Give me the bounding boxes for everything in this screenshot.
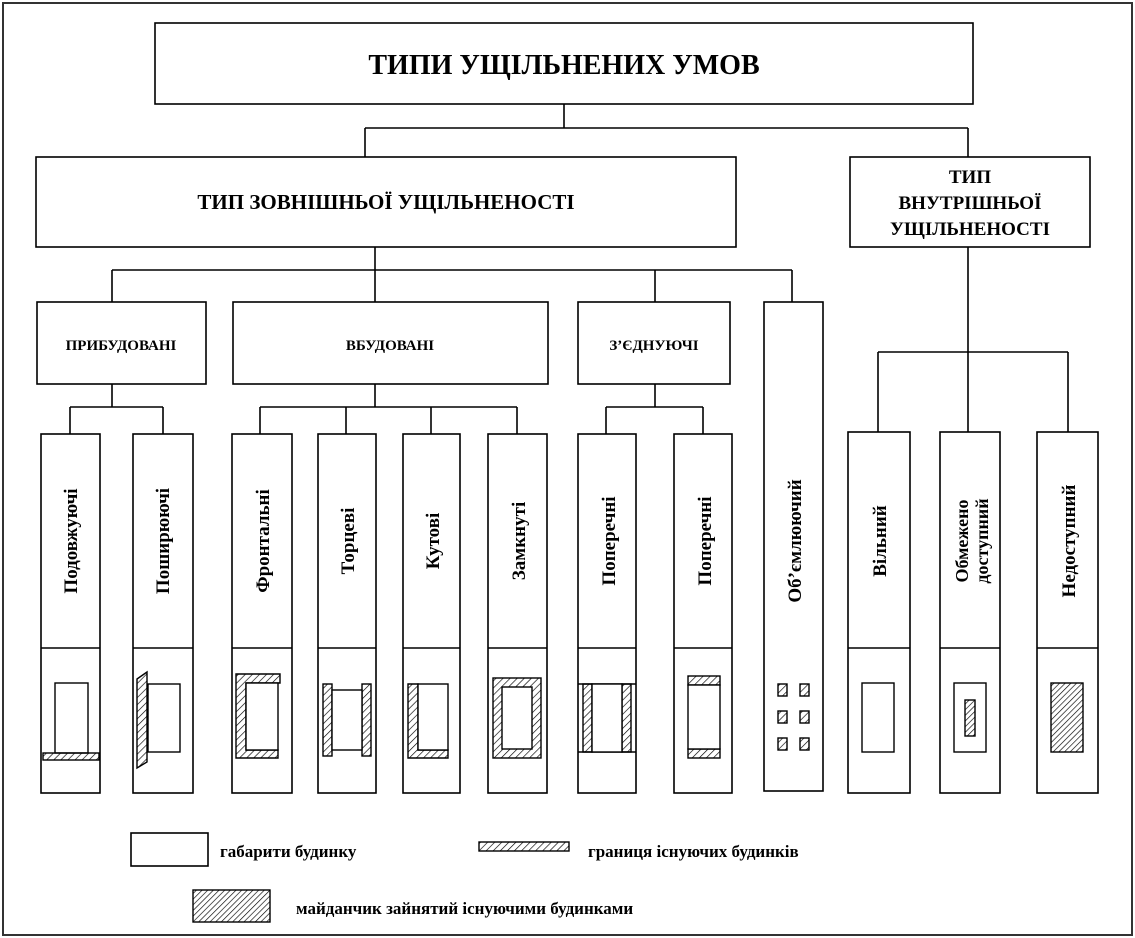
external-type-label: ТИП ЗОВНІШНЬОЇ УЩІЛЬНЕНОСТІ <box>197 190 574 214</box>
root-box <box>154 22 974 105</box>
leaf-label: Недоступний <box>1059 485 1080 598</box>
boundary-hatch <box>799 710 810 724</box>
leaf-label-line-2: доступний <box>972 498 992 583</box>
leaf-frontal: Фронтальні <box>231 433 293 794</box>
boundary-hatch <box>777 737 788 751</box>
built-in-group-box <box>232 301 549 385</box>
leaf-enveloping: Об’ємлюючий <box>763 301 824 792</box>
boundary-hatch <box>687 748 721 759</box>
legend-outline-label: габарити будинку <box>220 842 357 861</box>
boundary-hatch <box>361 683 372 757</box>
leaf-label: Вільний <box>870 505 891 577</box>
legend-boundary-label: границя існуючих будинків <box>588 842 799 861</box>
leaf-transverse-2: Поперечні <box>673 433 733 794</box>
building-outline-icon <box>591 683 623 753</box>
external-type-box <box>35 156 737 248</box>
leaf-widening: Поширюючі <box>132 433 194 794</box>
boundary-hatch <box>799 683 810 697</box>
boundary-hatch <box>777 710 788 724</box>
leaf-label: Подовжуючі <box>61 488 82 593</box>
connecting-group-box <box>577 301 731 385</box>
attached-group-box <box>36 301 207 385</box>
leaf-extending: Подовжуючі <box>40 433 101 794</box>
leaf-end: Торцеві <box>317 433 377 794</box>
leaf-label: Об’ємлюючий <box>785 479 806 602</box>
building-outline-icon <box>245 682 279 751</box>
internal-type-label-line-2: ВНУТРІШНЬОЇ <box>899 193 1042 214</box>
building-outline-icon <box>687 684 721 750</box>
leaf-transverse-1: Поперечні <box>577 433 637 794</box>
boundary-hatch <box>777 683 788 697</box>
building-outline-icon <box>861 682 895 753</box>
leaf-label: Кутові <box>423 513 444 569</box>
root-title: ТИПИ УЩІЛЬНЕНИХ УМОВ <box>368 50 759 81</box>
occupied-area-hatch <box>1050 682 1084 753</box>
leaf-label: Поширюючі <box>153 488 174 594</box>
building-outline-icon <box>331 689 363 751</box>
leaf-limited-access: Обмежено доступний <box>939 431 1001 794</box>
legend: габарити будинку границя існуючих будинк… <box>130 832 799 923</box>
legend-outline-swatch <box>130 832 209 867</box>
legend-occupied-swatch <box>192 889 271 923</box>
boundary-hatch <box>687 675 721 686</box>
boundary-hatch <box>621 683 632 753</box>
leaf-label: Поперечні <box>695 496 716 585</box>
building-outline-icon <box>501 686 533 750</box>
built-in-group-label: ВБУДОВАНІ <box>346 338 434 354</box>
connector-lines <box>69 104 1069 434</box>
boundary-hatch <box>42 752 100 761</box>
boundary-hatch <box>322 683 333 757</box>
connecting-group-label: З’ЄДНУЮЧІ <box>609 338 698 354</box>
internal-type-label-line-1: ТИП <box>949 167 991 188</box>
leaf-label: Фронтальні <box>253 489 274 593</box>
legend-occupied-label: майданчик зайнятий існуючими будинками <box>296 899 633 918</box>
leaf-label-line-1: Обмежено <box>952 499 972 582</box>
internal-type-label-line-3: УЩІЛЬНЕНОСТІ <box>890 219 1050 240</box>
occupied-area-hatch <box>964 699 976 737</box>
leaf-label: Замкнуті <box>509 502 530 580</box>
leaf-label: Поперечні <box>599 496 620 585</box>
leaf-free: Вільний <box>847 431 911 794</box>
leaf-closed: Замкнуті <box>487 433 548 794</box>
boundary-hatch <box>136 670 148 770</box>
boundary-hatch <box>799 737 810 751</box>
internal-type-box <box>849 156 1091 248</box>
building-outline-icon <box>417 683 449 751</box>
leaf-label: Торцеві <box>338 508 359 575</box>
boundary-hatch <box>582 683 593 753</box>
building-outline-icon <box>147 683 181 753</box>
legend-boundary-swatch <box>478 841 570 852</box>
building-outline-icon <box>54 682 89 754</box>
attached-group-label: ПРИБУДОВАНІ <box>66 338 177 354</box>
leaf-inaccessible: Недоступний <box>1036 431 1099 794</box>
leaf-corner: Кутові <box>402 433 461 794</box>
